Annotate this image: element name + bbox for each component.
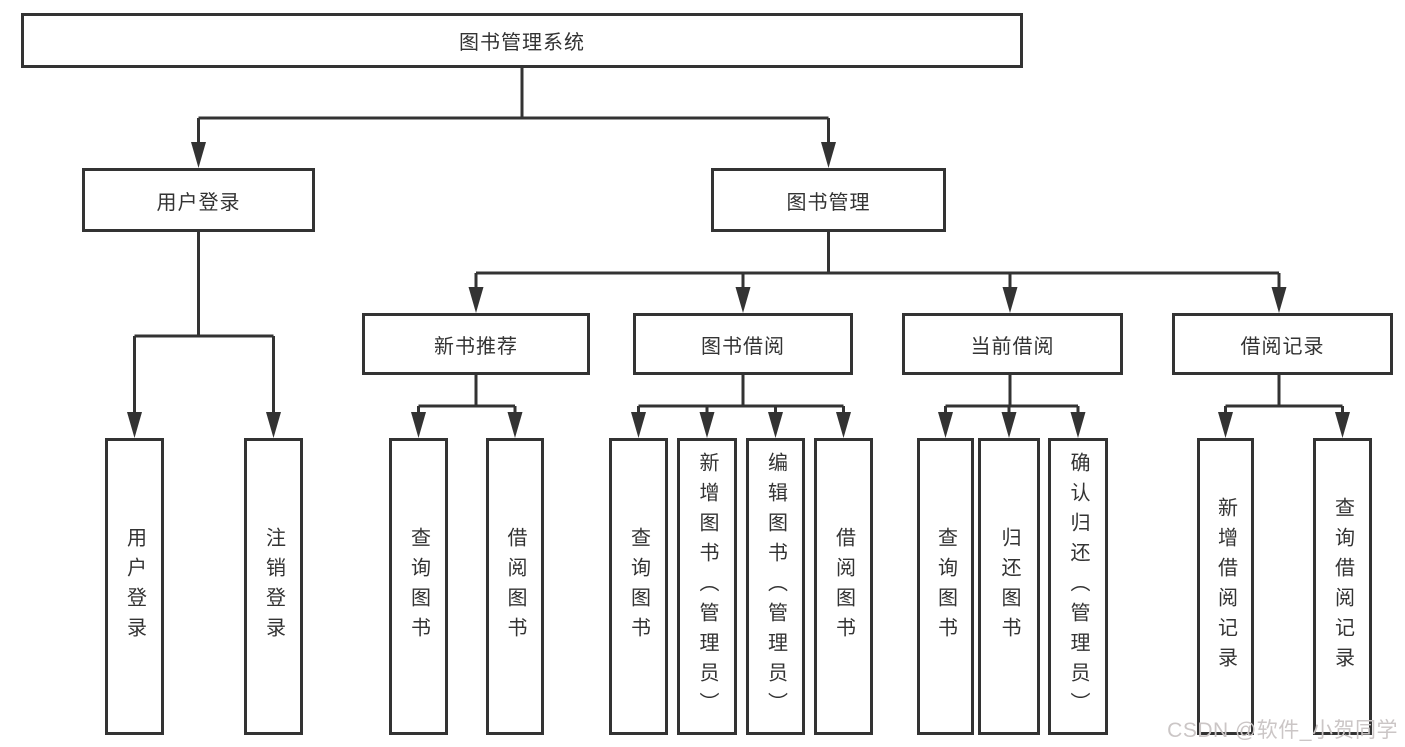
leaf-user-login-label: 用户登录 [123,526,146,647]
leaf-query-books-borrowing-label: 查询图书 [627,526,650,647]
node-new-book-recommend-label: 新书推荐 [434,335,518,358]
leaf-query-books-borrowing: 查询图书 [609,438,668,735]
leaf-edit-book-admin: 编辑图书（管理员） [746,438,805,735]
leaf-confirm-return-admin-label: 确认归还（管理员） [1067,451,1089,722]
node-root-label: 图书管理系统 [459,32,585,54]
node-book-borrowing: 图书借阅 [633,313,853,375]
leaf-add-borrow-record-label: 新增借阅记录 [1214,496,1237,677]
leaf-borrow-books-recommend: 借阅图书 [486,438,544,735]
leaf-borrow-books-borrowing-label: 借阅图书 [832,526,855,647]
arrowheads [127,142,1350,438]
leaf-return-books-label: 归还图书 [998,526,1020,647]
leaf-confirm-return-admin: 确认归还（管理员） [1048,438,1108,735]
node-current-borrowing: 当前借阅 [902,313,1123,375]
leaf-edit-book-admin-label: 编辑图书（管理员） [764,451,787,722]
leaf-borrow-books-recommend-label: 借阅图书 [504,526,526,647]
node-root: 图书管理系统 [21,13,1023,68]
node-borrowing-records-label: 借阅记录 [1240,335,1325,358]
leaf-query-books-current-label: 查询图书 [934,526,957,647]
leaf-query-books-current: 查询图书 [917,438,974,735]
leaf-logout-login: 注销登录 [244,438,303,735]
leaf-query-books-recommend-label: 查询图书 [407,526,430,647]
leaf-return-books: 归还图书 [978,438,1040,735]
leaf-add-borrow-record: 新增借阅记录 [1197,438,1254,735]
node-book-management-label: 图书管理 [786,191,871,214]
node-current-borrowing-label: 当前借阅 [970,335,1055,358]
leaf-add-book-admin-label: 新增图书（管理员） [696,451,718,722]
leaf-user-login: 用户登录 [105,438,164,735]
leaf-query-books-recommend: 查询图书 [389,438,448,735]
node-book-management: 图书管理 [711,168,946,232]
node-user-login: 用户登录 [82,168,315,232]
leaf-query-borrow-record: 查询借阅记录 [1313,438,1372,735]
node-user-login-label: 用户登录 [156,191,241,214]
leaf-borrow-books-borrowing: 借阅图书 [814,438,873,735]
node-book-borrowing-label: 图书借阅 [701,335,785,358]
leaf-logout-login-label: 注销登录 [262,526,285,647]
node-borrowing-records: 借阅记录 [1172,313,1393,375]
leaf-add-book-admin: 新增图书（管理员） [677,438,737,735]
csdn-watermark: CSDN @软件_小贺同学 [1167,719,1398,742]
leaf-query-borrow-record-label: 查询借阅记录 [1331,496,1354,677]
node-new-book-recommend: 新书推荐 [362,313,590,375]
